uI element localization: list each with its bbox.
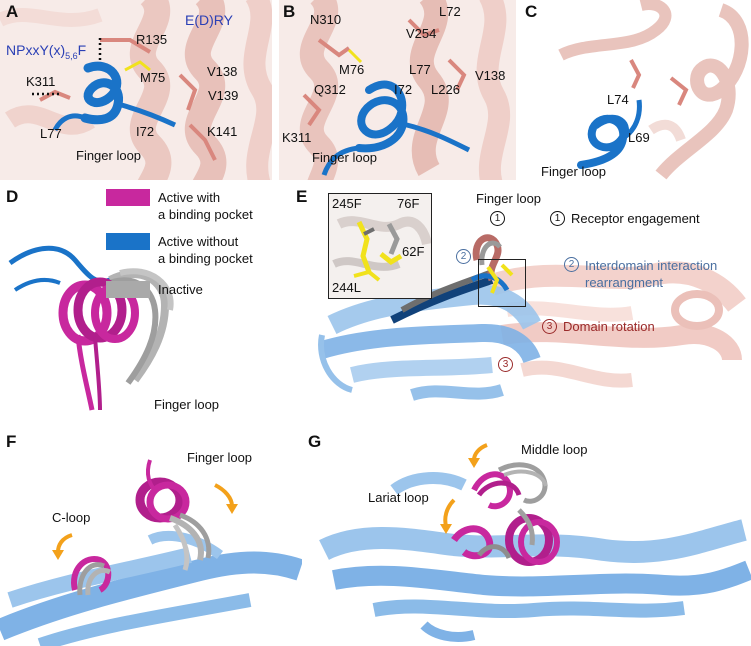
finger-loop-caption: Finger loop	[76, 148, 142, 163]
annotation-text: Receptor engagement	[571, 211, 700, 226]
middle-loop-label: Middle loop	[521, 442, 588, 457]
finger-loop-label: Finger loop	[476, 191, 542, 206]
finger-loop-caption: Finger loop	[312, 150, 378, 165]
residue-label: V254	[406, 26, 437, 41]
finger-loop-label: Finger loop	[187, 450, 253, 465]
panel-f: F Finger loop C-loop	[0, 430, 302, 646]
finger-loop-number: 1	[490, 211, 505, 226]
inset-residue-label: 245F	[332, 196, 362, 211]
residue-label: M75	[140, 70, 166, 85]
annotation-receptor-engagement: 1 Receptor engagement	[550, 211, 700, 226]
residue-label: V138	[475, 68, 506, 83]
residue-label: L69	[628, 130, 650, 145]
panel-g: G Middle loop Lariat loop	[304, 430, 751, 646]
panel-g-structure	[319, 443, 751, 642]
annotation-text: Interdomain interaction rearrangment	[585, 258, 718, 290]
panel-b: B N310 L72 V254 M76 L77 Q312 I72 L226 V1…	[279, 0, 516, 180]
panel-e-label: E	[296, 187, 308, 206]
residue-label: V139	[208, 88, 239, 103]
residue-label: L74	[607, 92, 629, 107]
panel-f-label: F	[6, 432, 17, 451]
lariat-loop-label: Lariat loop	[368, 490, 429, 505]
inset-structure	[332, 216, 431, 282]
panel-d: D Active with a binding pocket Active wi…	[0, 185, 290, 425]
zoom-box	[478, 259, 526, 307]
panel-b-structure	[279, 0, 516, 180]
residue-label: Q312	[314, 82, 346, 97]
panel-a: A NPxxY(x)5,6F E(D)RY K311 R135 M75 V138…	[0, 0, 272, 180]
legend-swatch	[106, 233, 150, 250]
motif-end: F	[77, 42, 87, 58]
residue-label: L226	[431, 82, 460, 97]
interdomain-number: 2	[456, 249, 471, 264]
motif-label: NPxxY(x)5,6F	[6, 42, 86, 61]
residue-label: L77	[40, 126, 62, 141]
c-loop-label: C-loop	[52, 510, 91, 525]
panel-d-structure	[8, 245, 174, 411]
legend-item-active-pocket: Active with a binding pocket	[106, 189, 253, 223]
panel-f-structure	[0, 459, 302, 646]
finger-loop-caption: Finger loop	[154, 397, 220, 412]
residue-label: K311	[282, 130, 312, 145]
residue-label: R135	[136, 32, 168, 47]
legend-item-inactive: Inactive	[106, 281, 203, 298]
zoom-inset: 245F 76F 62F 244L	[328, 193, 432, 299]
residue-label: K311	[26, 74, 56, 89]
finger-loop-caption: Finger loop	[541, 164, 607, 179]
panel-e: 245F 76F 62F 244L E Finger loop 1 Recept…	[292, 185, 751, 425]
motif-text: NPxxY(x)	[6, 42, 66, 58]
annotation-domain-rotation: 3 Domain rotation	[542, 319, 655, 334]
legend-text: Active with a binding pocket	[158, 190, 253, 222]
residue-label: L72	[439, 4, 461, 19]
annotation-interdomain: 2 Interdomain interaction rearrangment	[564, 257, 717, 291]
panel-c-label: C	[525, 2, 538, 21]
panel-c-structure	[521, 0, 751, 180]
edry-label: E(D)RY	[185, 12, 233, 28]
inset-residue-label: 62F	[402, 244, 425, 259]
residue-label: I72	[394, 82, 413, 97]
panel-a-label: A	[6, 2, 19, 21]
panel-g-label: G	[308, 432, 322, 451]
legend-swatch	[106, 281, 150, 298]
legend-item-active-no-pocket: Active without a binding pocket	[106, 233, 253, 267]
legend-text: Inactive	[158, 282, 203, 297]
motif-subscript: 5,6	[65, 50, 78, 61]
residue-label: I72	[136, 124, 155, 139]
inset-residue-label: 244L	[332, 280, 361, 295]
panel-c: C L74 L69 Finger loop	[521, 0, 751, 180]
annotation-number: 2	[564, 257, 579, 272]
legend-text: Active without a binding pocket	[158, 234, 253, 266]
annotation-number: 1	[550, 211, 565, 226]
residue-label: L77	[409, 62, 431, 77]
residue-label: N310	[310, 12, 342, 27]
panel-b-label: B	[283, 2, 296, 21]
panel-d-label: D	[6, 187, 19, 206]
legend-swatch	[106, 189, 150, 206]
annotation-text: Domain rotation	[563, 319, 655, 334]
residue-label: M76	[339, 62, 365, 77]
panel-a-structure	[0, 0, 272, 180]
residue-label: K141	[207, 124, 238, 139]
annotation-number: 3	[542, 319, 557, 334]
domain-rotation-number: 3	[498, 357, 513, 372]
residue-label: V138	[207, 64, 238, 79]
inset-residue-label: 76F	[397, 196, 420, 211]
